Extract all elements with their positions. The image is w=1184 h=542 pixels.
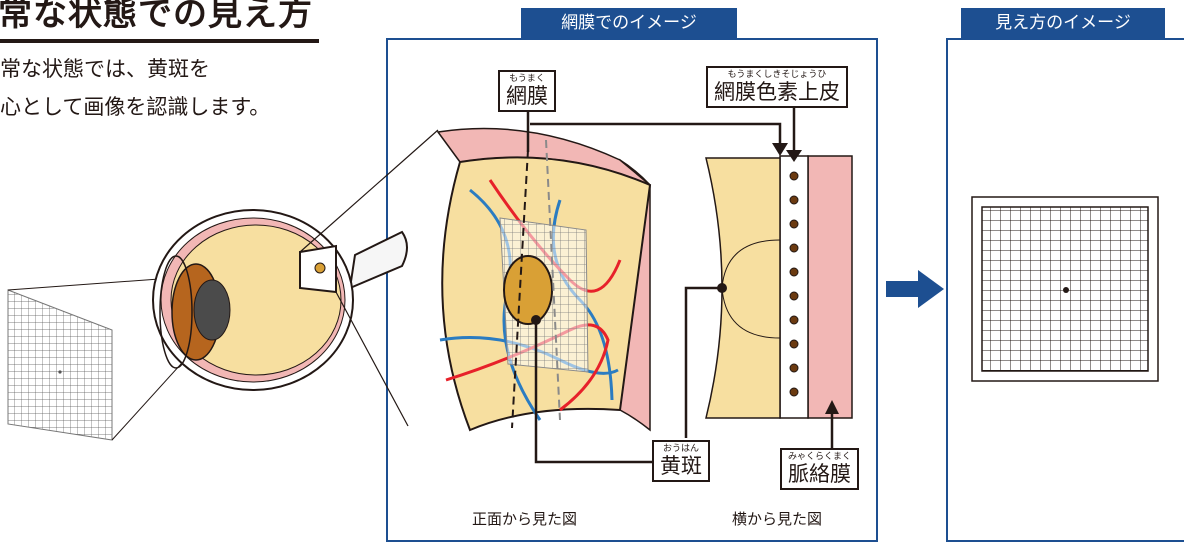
right-arrow-icon: [886, 270, 944, 308]
leader-arrowheads: [772, 143, 839, 414]
page-heading: 常な状態での見え方: [0, 0, 319, 43]
retina-side-block: [705, 155, 853, 419]
intro-line-1: 常な状態では、黄斑を: [0, 57, 210, 81]
label-macula: おうはん 黄斑: [652, 440, 710, 482]
view-panel-title: 見え方のイメージ: [961, 8, 1165, 38]
macula-dot-icon: [1063, 287, 1069, 293]
label-choroid: みゃくらくまく 脈絡膜: [780, 448, 859, 490]
amsler-grid-object: [7, 289, 113, 441]
retina-front-block: [436, 127, 652, 432]
perceived-grid: [971, 196, 1159, 382]
caption-front-view: 正面から見た図: [472, 510, 578, 528]
intro-line-2: 心として画像を認識します。: [0, 95, 271, 119]
leader-lines: [526, 104, 834, 464]
eyeball-icon: [152, 209, 408, 391]
caption-side-view: 横から見た図: [732, 510, 823, 528]
label-rpe: もうまくしきそじょうひ 網膜色素上皮: [706, 66, 848, 108]
retina-panel-title: 網膜でのイメージ: [521, 8, 737, 38]
label-retina: もうまく 網膜: [498, 70, 556, 112]
intro-text: 常な状態では、黄斑を 心として画像を認識します。: [0, 50, 270, 126]
zoom-lines: [299, 129, 439, 427]
